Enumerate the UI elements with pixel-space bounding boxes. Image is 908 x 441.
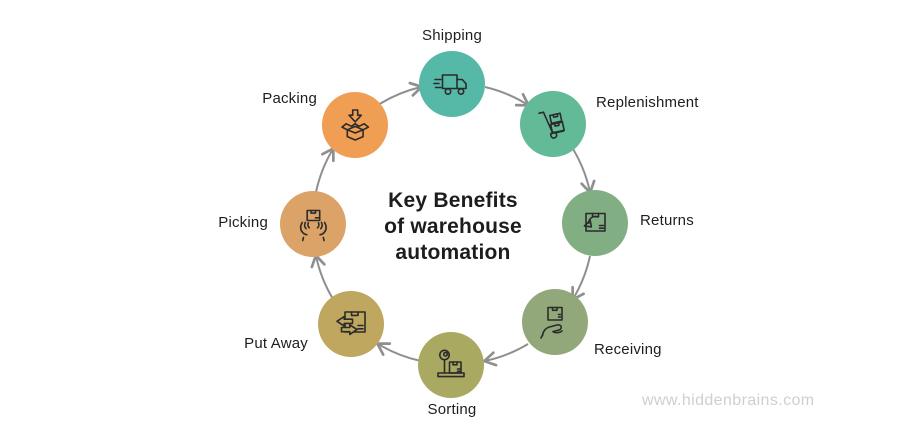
arrow-receiving-to-sorting xyxy=(482,343,529,367)
hand-truck-icon xyxy=(538,111,565,139)
shipping-circle xyxy=(419,51,485,117)
node-packing xyxy=(322,92,388,158)
arrow-replenishment-to-returns xyxy=(572,148,596,195)
truck-icon xyxy=(433,74,467,95)
label-shipping: Shipping xyxy=(422,27,482,44)
picking-circle xyxy=(280,191,346,257)
return-box-icon xyxy=(583,212,606,232)
node-picking xyxy=(280,191,346,257)
arrow-returns-to-receiving xyxy=(571,255,591,301)
open-box-arrow-icon xyxy=(341,109,370,141)
label-receiving: Receiving xyxy=(594,341,662,358)
swap-arrows-box-icon xyxy=(336,311,366,336)
node-replenishment xyxy=(520,91,586,157)
hand-receive-box-icon xyxy=(540,306,563,339)
diagram-title-line2: of warehouse xyxy=(384,215,522,238)
label-returns: Returns xyxy=(640,212,694,229)
diagram-title-line3: automation xyxy=(395,241,511,264)
diagram-title: Key Benefits of warehouse automation xyxy=(384,188,522,266)
scale-box-icon xyxy=(437,349,465,378)
node-putaway xyxy=(318,291,384,357)
label-put-away: Put Away xyxy=(244,335,308,352)
returns-circle xyxy=(562,190,628,256)
node-shipping xyxy=(419,51,485,117)
node-returns xyxy=(562,190,628,256)
sorting-circle xyxy=(418,332,484,398)
node-receiving xyxy=(522,289,588,355)
label-sorting: Sorting xyxy=(427,401,477,418)
arrow-putaway-to-picking xyxy=(310,253,334,300)
arrow-shipping-to-replenishment xyxy=(484,86,530,107)
arrow-packing-to-shipping xyxy=(377,81,424,106)
hands-holding-box-icon xyxy=(299,209,327,242)
diagram-title-line1: Key Benefits xyxy=(388,189,518,212)
node-sorting xyxy=(418,332,484,398)
arrow-picking-to-packing xyxy=(315,147,335,193)
arrow-sorting-to-putaway xyxy=(376,342,422,362)
label-packing: Packing xyxy=(262,90,317,107)
label-replenishment: Replenishment xyxy=(596,94,699,111)
label-picking: Picking xyxy=(218,214,268,231)
packing-circle xyxy=(322,92,388,158)
receiving-circle xyxy=(522,289,588,355)
watermark-url: www.hiddenbrains.com xyxy=(642,392,815,409)
